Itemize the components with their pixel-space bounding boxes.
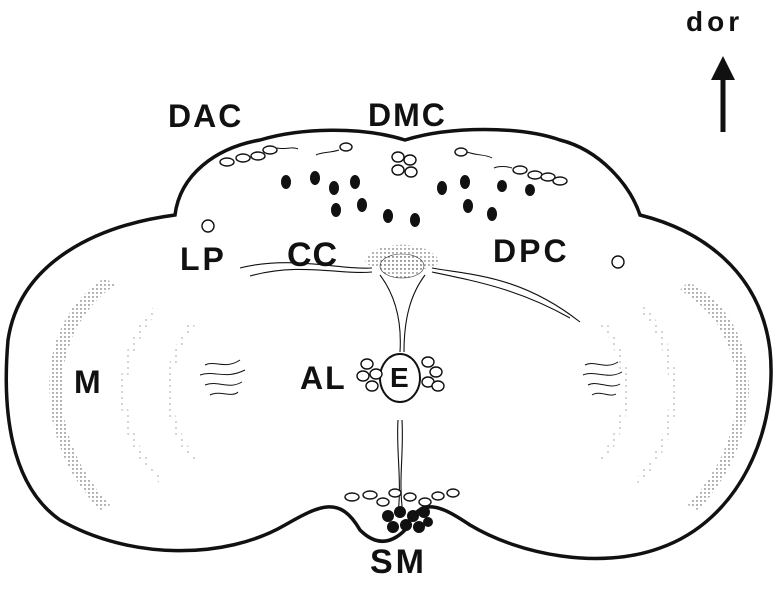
central-body [380,254,424,278]
label-dmc: DMC [368,99,447,131]
sm-filled-cells [382,506,433,533]
label-cc: CC [287,238,338,272]
right-lobe-band [680,282,749,510]
left-inner-band-1 [120,306,165,484]
label-m: M [74,366,101,398]
label-dpc: DPC [493,235,570,267]
right-inner-band-1 [635,306,677,484]
left-fibers [200,360,245,395]
dpc-cells [281,171,535,227]
lp-cell [202,220,214,232]
orientation-label: dor [686,8,743,36]
left-inner-band-2 [166,322,198,463]
dmc-cells [392,152,417,177]
right-inner-band-2 [598,322,629,463]
label-lp: LP [180,243,227,275]
label-dac: DAC [168,100,243,132]
label-sm: SM [370,545,427,579]
right-fibers [583,362,622,395]
dorsal-arrow [711,56,735,132]
label-e: E [390,364,409,392]
label-al: AL [300,362,347,394]
right-lateral-cell [612,256,624,268]
